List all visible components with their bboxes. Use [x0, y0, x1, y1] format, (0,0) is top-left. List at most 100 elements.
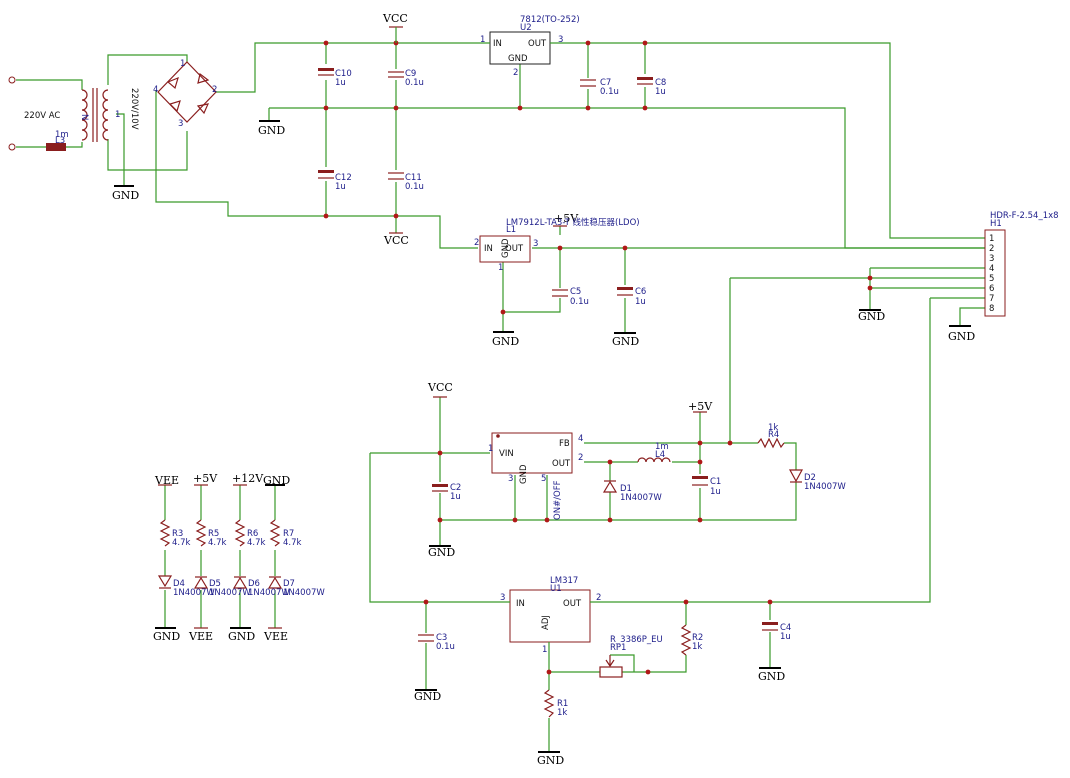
svg-text:1: 1	[542, 645, 547, 655]
svg-text:4.7k: 4.7k	[283, 538, 302, 548]
diode-d1: D1 1N4007W	[602, 480, 662, 503]
svg-text:8: 8	[989, 304, 994, 314]
inductor-l3: 1m L3	[46, 130, 69, 151]
svg-text:C2: C2	[450, 483, 461, 493]
gnd-5: GND	[858, 310, 885, 323]
junctions	[323, 40, 873, 675]
svg-text:OUT: OUT	[528, 39, 547, 49]
svg-text:3: 3	[533, 239, 538, 249]
svg-text:U1: U1	[550, 584, 562, 594]
diode-d2: D2 1N4007W	[788, 469, 846, 492]
svg-text:D5: D5	[209, 579, 221, 589]
svg-text:C1: C1	[710, 477, 721, 487]
svg-text:R2: R2	[692, 633, 703, 643]
gnd-8: GND	[414, 690, 441, 703]
svg-text:VEE: VEE	[263, 630, 288, 643]
potentiometer-rp1: R_3386P_EU RP1	[599, 635, 663, 678]
svg-text:C10: C10	[335, 69, 352, 79]
resistor-r4: 1k R4	[757, 423, 785, 449]
svg-text:D2: D2	[804, 473, 816, 483]
svg-text:H1: H1	[990, 219, 1002, 229]
svg-text:2: 2	[513, 68, 518, 78]
svg-text:D7: D7	[283, 579, 295, 589]
regulator-u1: IN OUT ADJ LM317 U1 3 2 1	[500, 576, 601, 655]
transformer-label: 220V/10V	[129, 88, 139, 130]
svg-text:0.1u: 0.1u	[600, 87, 619, 97]
gnd-2: GND	[112, 189, 139, 202]
svg-text:0.1u: 0.1u	[405, 182, 424, 192]
gnd-3: GND	[492, 335, 519, 348]
svg-text:GND: GND	[519, 464, 529, 484]
svg-text:C8: C8	[655, 78, 666, 88]
p5v-l1: +5V	[554, 212, 579, 225]
svg-text:1k: 1k	[557, 708, 567, 718]
svg-text:RP1: RP1	[610, 643, 626, 653]
svg-text:R6: R6	[247, 529, 258, 539]
wires	[16, 42, 985, 752]
svg-text:4: 4	[153, 85, 158, 95]
svg-text:1u: 1u	[335, 78, 346, 88]
svg-text:1N4007W: 1N4007W	[209, 588, 251, 598]
vcc-buck: VCC	[427, 381, 453, 394]
svg-text:OUT: OUT	[552, 459, 571, 469]
svg-text:VEE: VEE	[154, 474, 179, 487]
svg-text:VIN: VIN	[499, 449, 514, 459]
svg-text:4.7k: 4.7k	[208, 538, 227, 548]
svg-text:N: N	[79, 114, 89, 120]
svg-text:1: 1	[115, 110, 120, 120]
gnd-7: GND	[428, 546, 455, 559]
p5v-buck: +5V	[688, 400, 713, 413]
svg-text:VEE: VEE	[188, 630, 213, 643]
svg-text:GND: GND	[228, 630, 255, 643]
svg-text:R1: R1	[557, 699, 568, 709]
svg-text:4.7k: 4.7k	[172, 538, 191, 548]
svg-text:L1: L1	[506, 225, 516, 235]
svg-text:0.1u: 0.1u	[570, 297, 589, 307]
svg-text:7: 7	[989, 294, 994, 304]
svg-text:1k: 1k	[768, 423, 778, 433]
regulator-u2: IN OUT GND 1 3 2 7812(TO-252) U2	[478, 15, 580, 78]
svg-text:1u: 1u	[335, 182, 346, 192]
svg-text:1u: 1u	[780, 632, 791, 642]
svg-text:ON#/OFF: ON#/OFF	[553, 480, 563, 520]
svg-text:D1: D1	[620, 484, 632, 494]
svg-text:IN: IN	[484, 244, 493, 254]
inductor-l4: 1m L4	[637, 442, 671, 463]
svg-text:D4: D4	[173, 579, 185, 589]
svg-text:GND: GND	[508, 54, 528, 64]
svg-text:L3: L3	[55, 136, 65, 146]
svg-text:GND: GND	[263, 474, 290, 487]
svg-text:C4: C4	[780, 623, 791, 633]
svg-text:1N4007W: 1N4007W	[620, 493, 662, 503]
ac-label: 220V AC	[24, 111, 60, 121]
svg-text:4.7k: 4.7k	[247, 538, 266, 548]
svg-text:1: 1	[989, 234, 994, 244]
svg-text:+5V: +5V	[193, 472, 218, 485]
svg-text:4: 4	[578, 434, 583, 444]
svg-text:3: 3	[178, 119, 183, 129]
svg-text:0.1u: 0.1u	[405, 78, 424, 88]
gnd-1: GND	[258, 124, 285, 137]
svg-text:C7: C7	[600, 78, 611, 88]
ac-input-terminals: 220V AC	[8, 76, 60, 151]
svg-text:C9: C9	[405, 69, 416, 79]
svg-text:C5: C5	[570, 287, 581, 297]
svg-text:D6: D6	[248, 579, 260, 589]
svg-text:5: 5	[989, 274, 994, 284]
resistor-r1: R1 1k	[543, 689, 568, 718]
svg-text:1u: 1u	[635, 297, 646, 307]
svg-text:4: 4	[989, 264, 994, 274]
svg-text:7812(TO-252): 7812(TO-252)	[520, 15, 580, 25]
header-h1: 1 2 3 4 5 6 7 8 HDR-F-2.54_1x8 H1	[984, 211, 1059, 317]
gnd-4: GND	[612, 335, 639, 348]
svg-text:3: 3	[508, 474, 513, 484]
svg-text:IN: IN	[516, 599, 525, 609]
svg-text:1N4007W: 1N4007W	[248, 588, 290, 598]
svg-text:1: 1	[180, 59, 185, 69]
svg-text:FB: FB	[559, 439, 570, 449]
svg-text:2: 2	[989, 244, 994, 254]
svg-text:LM7912L-TA3-T 线性稳压器(LDO): LM7912L-TA3-T 线性稳压器(LDO)	[506, 217, 640, 228]
svg-text:2: 2	[474, 238, 479, 248]
svg-text:+12V: +12V	[232, 472, 264, 485]
